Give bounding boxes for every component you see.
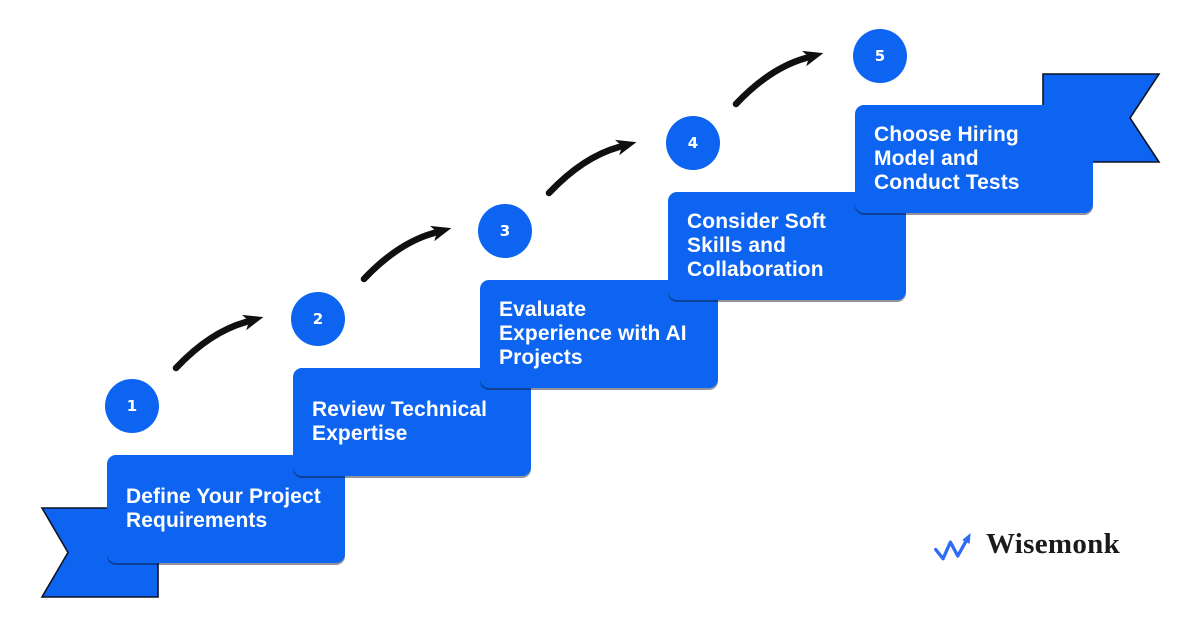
step-3-number: 3 [499,222,511,240]
step-1-number-badge: 1 [105,379,159,433]
step-5-label: Choose Hiring Model and Conduct Tests [874,123,1020,194]
curved-arrow-icon-2-3 [360,225,452,283]
curved-arrow-icon-4-5 [732,50,824,108]
curved-arrow-icon-3-4 [545,139,637,197]
step-2-number-badge: 2 [291,292,345,346]
wisemonk-wordmark: Wisemonk [986,527,1121,560]
step-4: 4 Consider Soft Skills and Collaboration [666,116,906,300]
step-1-card: Define Your Project Requirements [107,455,345,563]
step-4-card: Consider Soft Skills and Collaboration [668,192,906,300]
step-1-label: Define Your Project Requirements [126,485,321,532]
step-5-number-badge: 5 [853,29,907,83]
step-4-number: 4 [687,134,699,152]
step-3-card: Evaluate Experience with AI Projects [480,280,718,388]
step-1-number: 1 [126,397,138,415]
step-4-number-badge: 4 [666,116,720,170]
curved-arrow-icon-1-2 [172,314,264,372]
wisemonk-logo: Wisemonk [932,524,1120,564]
step-5: 5 Choose Hiring Model and Conduct Tests [853,29,1093,213]
step-5-number: 5 [874,47,886,65]
step-4-label: Consider Soft Skills and Collaboration [687,210,826,281]
step-2-label: Review Technical Expertise [312,398,488,445]
step-3: 3 Evaluate Experience with AI Projects [478,204,718,388]
step-5-card: Choose Hiring Model and Conduct Tests [855,105,1093,213]
step-2-number: 2 [312,310,324,328]
step-1: 1 Define Your Project Requirements [105,379,345,563]
step-3-label: Evaluate Experience with AI Projects [499,298,687,369]
wisemonk-wave-arrow-icon [934,532,971,561]
step-3-number-badge: 3 [478,204,532,258]
